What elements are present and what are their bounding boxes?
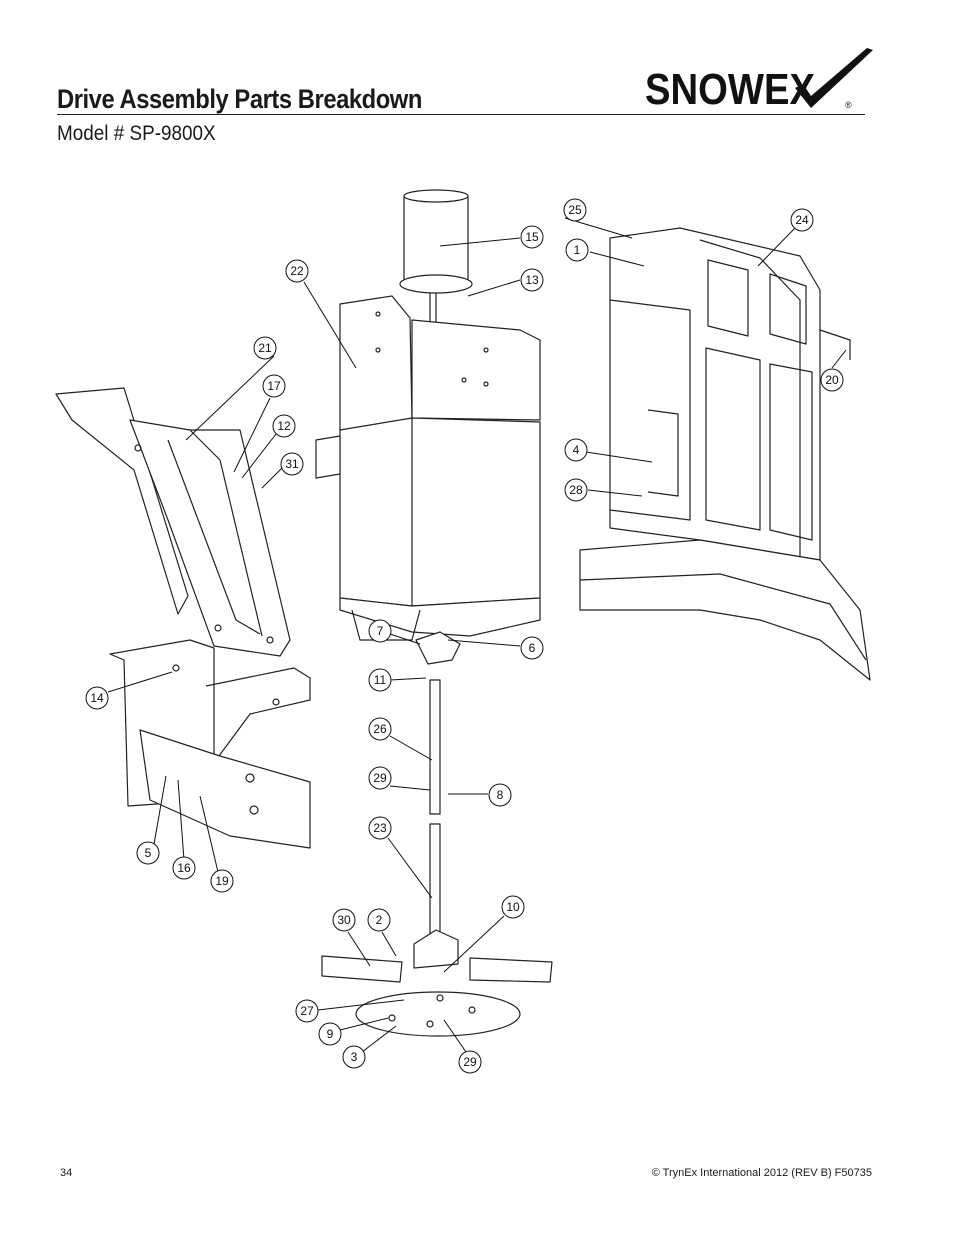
motor-housing-drawing	[315, 189, 541, 641]
callout-20: 20	[820, 368, 844, 392]
callout-24: 24	[790, 208, 814, 232]
callouts-layer: 25 24 1 15 13 22 21 17 12 31 20 4 28 7 6…	[85, 198, 844, 1074]
copyright-notice: © TrynEx International 2012 (REV B) F507…	[651, 1167, 872, 1179]
callout-5: 5	[136, 841, 160, 865]
callout-12: 12	[272, 414, 296, 438]
svg-text:2: 2	[376, 913, 383, 927]
svg-text:27: 27	[300, 1004, 314, 1018]
lower-bracket-drawing	[109, 639, 311, 849]
snowex-logo: SNOWEX ®	[645, 48, 873, 112]
svg-text:15: 15	[525, 230, 539, 244]
svg-text:21: 21	[258, 341, 272, 355]
svg-text:28: 28	[569, 483, 583, 497]
svg-text:24: 24	[795, 213, 809, 227]
svg-text:SNOWEX: SNOWEX	[645, 65, 815, 112]
callout-8: 8	[488, 783, 512, 807]
svg-text:10: 10	[506, 900, 520, 914]
callout-28: 28	[564, 478, 588, 502]
callout-1: 1	[565, 238, 589, 262]
callout-3: 3	[342, 1045, 366, 1069]
svg-text:1: 1	[574, 243, 581, 257]
chute-drawing	[579, 227, 871, 681]
callout-10: 10	[501, 895, 525, 919]
spinner-drawing	[321, 955, 553, 1037]
side-bracket-drawing	[55, 387, 291, 657]
callout-6: 6	[520, 636, 544, 660]
svg-text:7: 7	[377, 624, 384, 638]
callout-15: 15	[520, 225, 544, 249]
svg-text:22: 22	[290, 264, 304, 278]
callout-16: 16	[172, 856, 196, 880]
svg-text:17: 17	[267, 379, 281, 393]
svg-text:26: 26	[373, 722, 387, 736]
callout-23: 23	[368, 816, 392, 840]
svg-text:12: 12	[277, 419, 291, 433]
svg-text:5: 5	[145, 846, 152, 860]
callout-21: 21	[253, 336, 277, 360]
svg-text:4: 4	[573, 443, 580, 457]
svg-text:20: 20	[825, 373, 839, 387]
callout-30: 30	[332, 908, 356, 932]
callout-11: 11	[368, 668, 392, 692]
svg-text:19: 19	[215, 874, 229, 888]
callout-31: 31	[280, 452, 304, 476]
callout-25: 25	[563, 198, 587, 222]
drive-shaft-drawing	[413, 631, 461, 969]
svg-text:16: 16	[177, 861, 191, 875]
svg-text:14: 14	[90, 691, 104, 705]
svg-text:23: 23	[373, 821, 387, 835]
model-number: Model # SP-9800X	[57, 122, 216, 145]
callout-22: 22	[285, 259, 309, 283]
page-title: Drive Assembly Parts Breakdown	[57, 84, 422, 114]
title-rule	[57, 114, 865, 115]
callout-4: 4	[564, 438, 588, 462]
svg-text:8: 8	[497, 788, 504, 802]
callout-19: 19	[210, 869, 234, 893]
svg-text:3: 3	[351, 1050, 358, 1064]
callout-29-shaft: 29	[368, 766, 392, 790]
page-number: 34	[60, 1167, 73, 1179]
svg-text:29: 29	[463, 1055, 477, 1069]
svg-text:11: 11	[374, 673, 387, 687]
callout-27: 27	[295, 999, 319, 1023]
callout-29-spinner: 29	[458, 1050, 482, 1074]
svg-text:®: ®	[845, 100, 852, 110]
svg-text:30: 30	[337, 913, 351, 927]
callout-9: 9	[318, 1022, 342, 1046]
callout-14: 14	[85, 686, 109, 710]
svg-text:9: 9	[327, 1027, 334, 1041]
callout-7: 7	[368, 619, 392, 643]
svg-text:25: 25	[568, 203, 582, 217]
svg-text:31: 31	[285, 457, 299, 471]
svg-text:13: 13	[525, 273, 539, 287]
svg-text:29: 29	[373, 771, 387, 785]
callout-26: 26	[368, 717, 392, 741]
svg-text:6: 6	[529, 641, 536, 655]
callout-17: 17	[262, 374, 286, 398]
callout-2: 2	[367, 908, 391, 932]
callout-13: 13	[520, 268, 544, 292]
